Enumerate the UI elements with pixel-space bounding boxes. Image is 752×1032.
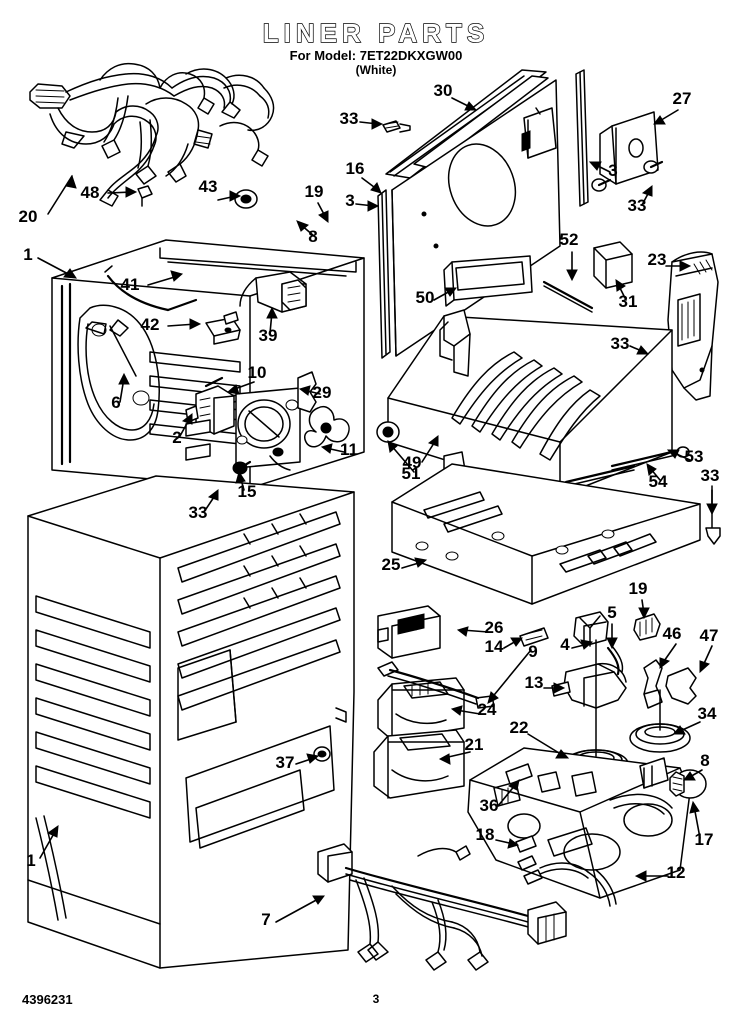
screw-33-group: [382, 120, 664, 192]
callout-number: 29: [313, 383, 332, 402]
callout-number: 3: [345, 191, 354, 210]
callout-number: 41: [121, 275, 140, 294]
callout-number: 33: [340, 109, 359, 128]
callout-number: 17: [695, 830, 714, 849]
callout-number: 36: [480, 796, 499, 815]
callout-number: 54: [649, 472, 668, 491]
callout-number: 6: [111, 393, 120, 412]
callout-number: 2: [172, 428, 181, 447]
callout-number: 25: [382, 555, 401, 574]
callout-number: 23: [648, 250, 667, 269]
page-number-label: 3: [372, 992, 380, 1006]
callout-number: 42: [141, 315, 160, 334]
callout-number: 7: [261, 910, 270, 929]
callout-number: 31: [619, 292, 638, 311]
evaporator-cover-panel: [376, 309, 690, 497]
callout-number: 34: [698, 704, 717, 723]
callout-number: 10: [248, 363, 267, 382]
cabinet-liner: [27, 475, 355, 969]
callout-number: 14: [485, 637, 504, 656]
callout-number: 22: [510, 718, 529, 737]
callout-number: 24: [478, 700, 497, 719]
callout-number: 52: [560, 230, 579, 249]
leader-lines: [37, 97, 718, 923]
callout-number: 48: [81, 183, 100, 202]
callout-number: 51: [402, 464, 421, 483]
parts-46-47: [643, 659, 697, 709]
callout-number: 16: [346, 159, 365, 178]
part-number-label: 4396231: [22, 992, 73, 1007]
callout-number: 20: [19, 207, 38, 226]
defrost-control-26: [377, 605, 441, 659]
callout-number: 19: [629, 579, 648, 598]
rear-panel-assembly: [377, 69, 664, 359]
callout-number: 3: [608, 161, 617, 180]
small-parts-14-4-5-19: [519, 611, 661, 676]
callout-number: 12: [667, 863, 686, 882]
callout-number: 33: [189, 503, 208, 522]
callout-number: 37: [276, 753, 295, 772]
callout-number: 15: [238, 482, 257, 501]
model-subtitle: For Model: 7ET22DKXGW00: [289, 48, 463, 63]
callout-number: 21: [465, 735, 484, 754]
callout-number: 39: [259, 326, 278, 345]
callout-number: 18: [476, 825, 495, 844]
bins-24-21: [373, 661, 495, 799]
color-variant-label: (White): [355, 63, 397, 77]
page-title: LINER PARTS: [262, 17, 490, 48]
callout-number: 47: [700, 626, 719, 645]
callout-number: 1: [26, 851, 35, 870]
part-48-clip: [137, 185, 153, 207]
callout-number: 8: [700, 751, 709, 770]
callout-number: 50: [416, 288, 435, 307]
callout-number: 30: [434, 81, 453, 100]
callout-number: 43: [199, 177, 218, 196]
callout-number: 26: [485, 618, 504, 637]
wiring-harness-top: [29, 62, 275, 207]
callout-number: 9: [528, 642, 537, 661]
callout-number: 5: [607, 603, 616, 622]
wiring-harness-bottom: [344, 845, 617, 971]
part-43-grommet: [234, 189, 258, 209]
callout-number: 1: [23, 245, 32, 264]
callout-number: 49: [403, 453, 422, 472]
auger-housing-12: [467, 747, 707, 899]
callout-number: 33: [611, 334, 630, 353]
drain-pan-base: [391, 463, 721, 605]
callout-number: 11: [340, 440, 358, 459]
callout-number: 33: [701, 466, 720, 485]
callout-number: 13: [525, 673, 544, 692]
callout-number: 27: [673, 89, 692, 108]
callout-number: 4: [560, 635, 570, 654]
callout-number: 53: [685, 447, 704, 466]
callout-number: 8: [308, 227, 317, 246]
callout-number: 46: [663, 624, 682, 643]
callout-number: 19: [305, 182, 324, 201]
callout-number: 33: [628, 196, 647, 215]
auger-motor-13: [551, 662, 627, 709]
